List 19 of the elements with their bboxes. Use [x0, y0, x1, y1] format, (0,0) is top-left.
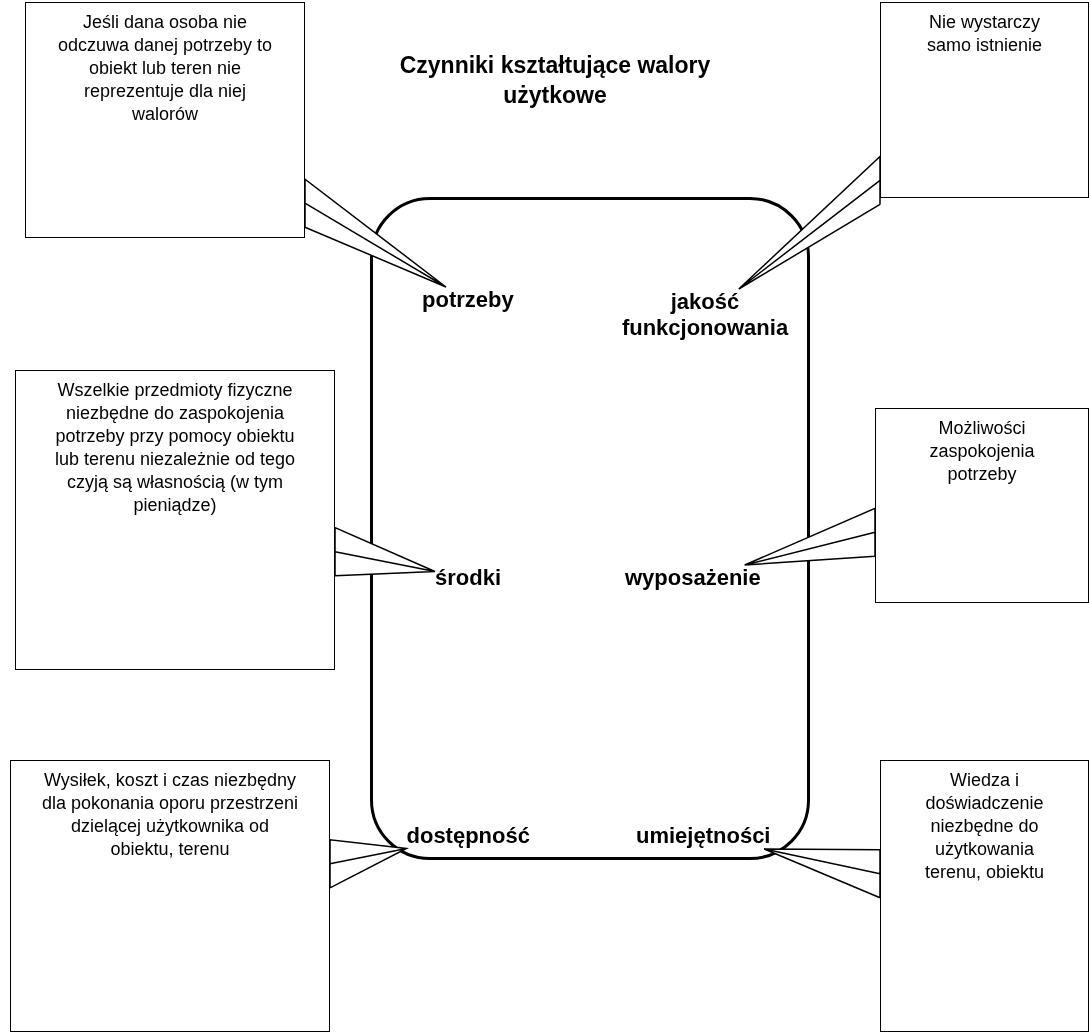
callout-box: Wszelkie przedmioty fizyczne niezbędne do zaspokojenia potrzeby przy pomocy obiektu lub terenu niezależnie od tego czyją są własnością (w tym pieniądze)	[15, 370, 335, 670]
callout-box: Jeśli dana osoba nie odczuwa danej potrzeby to obiekt lub teren nie reprezentuje dla niej walorów	[25, 2, 305, 238]
callout-pointer	[304, 177, 447, 288]
factor-label: umiejętności	[636, 823, 771, 849]
callout-box: Wysiłek, koszt i czas niezbędny dla pokonania oporu przestrzeni dzielącej użytkownika od obiektu, terenu	[10, 760, 330, 1032]
callout-pointer	[334, 526, 436, 577]
factor-label: jakość funkcjonowania	[595, 289, 815, 341]
factor-label: środki	[435, 565, 502, 591]
diagram-title: Czynniki kształtujące walory użytkowe	[398, 51, 712, 110]
factor-label: dostępność	[406, 823, 530, 849]
callout-box: Możliwości zaspokojenia potrzeby	[875, 408, 1089, 603]
factor-label: wyposażenie	[625, 565, 761, 591]
callout-pointer	[763, 848, 881, 899]
callout-pointer	[743, 507, 876, 566]
callout-pointer	[329, 838, 408, 889]
callout-pointer	[738, 154, 881, 290]
factor-label: potrzeby	[422, 287, 514, 313]
callout-box: Nie wystarczy samo istnienie	[880, 2, 1089, 198]
callout-box: Wiedza i doświadczenie niezbędne do użytkowania terenu, obiektu	[880, 760, 1089, 1032]
